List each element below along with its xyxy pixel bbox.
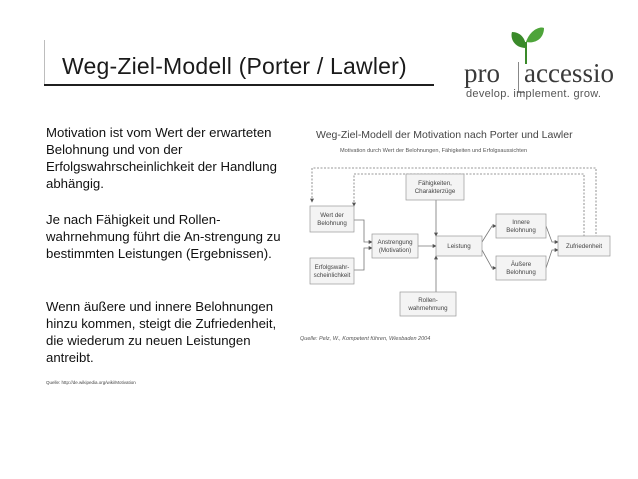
plant-leaf-left xyxy=(511,32,526,48)
feedback-top-line xyxy=(310,167,597,248)
box-wert-line1: Wert der xyxy=(320,212,344,219)
box-erfolg xyxy=(309,257,355,285)
box-aeussere-line1: Äußere xyxy=(511,261,532,268)
box-wert xyxy=(309,205,355,233)
plant-icon xyxy=(511,27,544,64)
box-anstr-line1: Anstrengung xyxy=(377,239,413,246)
innere-to-zufried xyxy=(545,225,559,244)
source-note: Quelle: http://de.wikipedia.org/wiki/Mot… xyxy=(46,380,136,385)
page-title: Weg-Ziel-Modell (Porter / Lawler) xyxy=(62,53,407,79)
box-innere-line2: Belohnung xyxy=(506,227,536,234)
logo: pro accessio develop. implement. grow. xyxy=(460,24,614,104)
leistung-to-innere xyxy=(481,224,497,243)
box-aeussere-line2: Belohnung xyxy=(506,269,536,276)
box-zufried xyxy=(557,235,611,257)
box-faehig-line1: Fähigkeiten, xyxy=(418,180,452,187)
box-faehig xyxy=(405,173,465,201)
box-rollen xyxy=(399,291,457,317)
figure-source: Quelle: Pelz, W., Kompetent führen, Wies… xyxy=(300,336,431,342)
aeussere-to-zufried xyxy=(545,248,559,269)
diagram-subtitle: Motivation durch Wert der Belohnungen, F… xyxy=(340,148,527,154)
logo-accessio: accessio xyxy=(524,58,614,88)
box-faehig-line2: Charakterzüge xyxy=(415,188,456,195)
box-anstr xyxy=(371,233,419,259)
box-leistung-line1: Leistung xyxy=(447,243,471,250)
box-leistung xyxy=(435,235,483,257)
logo-bracket xyxy=(518,62,525,93)
title-rule-left xyxy=(44,40,45,84)
box-wert-line2: Belohnung xyxy=(317,220,347,227)
box-erfolg-line2: scheinlichkeit xyxy=(314,272,351,279)
box-innere xyxy=(495,213,547,239)
body-paragraph-3: Wenn äußere und innere Belohnungen hinzu… xyxy=(46,299,277,365)
box-erfolg-line1: Erfolgswahr- xyxy=(315,264,350,271)
box-aeussere xyxy=(495,255,547,281)
box-anstr-line2: (Motivation) xyxy=(379,247,411,254)
box-rollen-line2: wahrnehmung xyxy=(407,305,448,312)
plant-leaf-right xyxy=(526,27,544,43)
box-zufried-line1: Zufriedenheit xyxy=(566,243,602,250)
body-paragraph-1: Motivation ist vom Wert der erwarteten B… xyxy=(46,125,277,191)
wert-to-anstr xyxy=(354,219,373,244)
diagram-title: Weg-Ziel-Modell der Motivation nach Port… xyxy=(316,129,573,141)
box-innere-line1: Innere xyxy=(512,219,530,226)
leistung-to-aeussere xyxy=(481,249,497,270)
erfolg-to-anstr xyxy=(354,246,373,271)
diagram: Weg-Ziel-Modell der Motivation nach Port… xyxy=(309,129,611,317)
body-paragraph-2: Je nach Fähigkeit und Rollen-wahrnehmung… xyxy=(46,212,281,261)
logo-tagline: develop. implement. grow. xyxy=(466,88,602,100)
logo-pro: pro xyxy=(464,58,500,88)
box-rollen-line1: Rollen- xyxy=(418,297,438,304)
zufried-feedback-line xyxy=(352,173,585,240)
title-rule xyxy=(44,84,434,86)
